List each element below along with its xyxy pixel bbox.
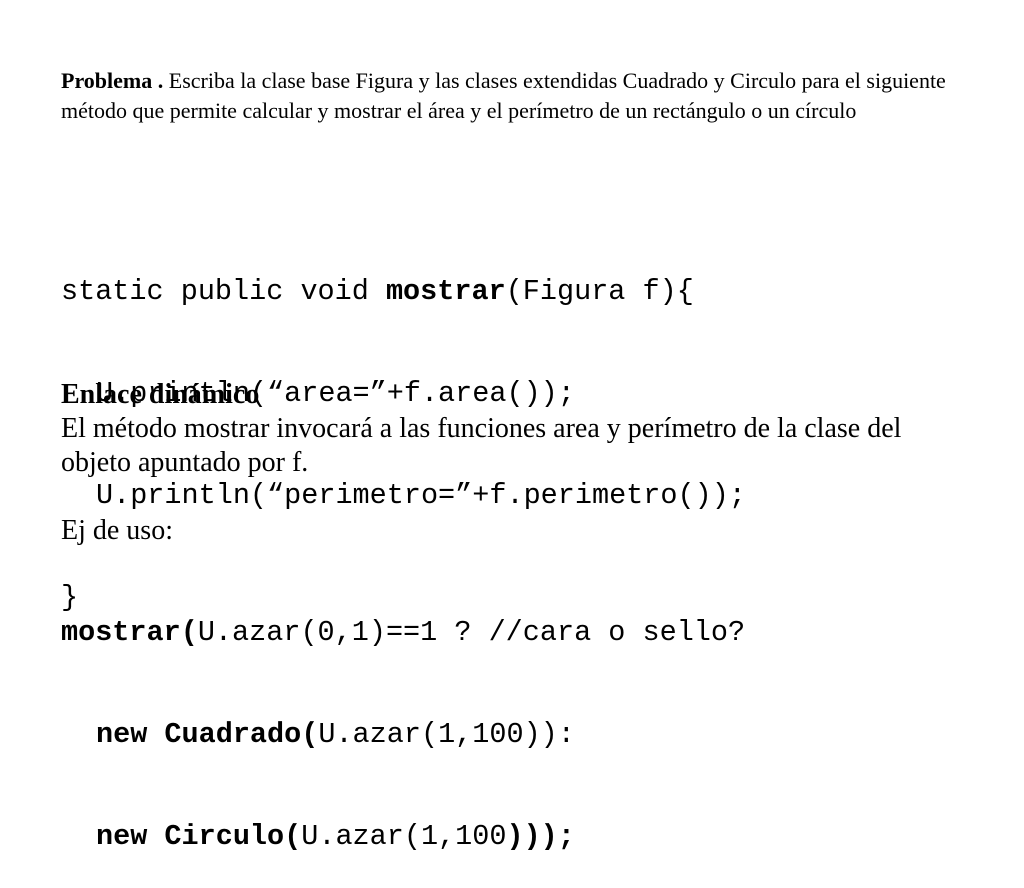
example-line-3-mid: U.azar(1,100 xyxy=(301,820,507,853)
code-closing-brace: } xyxy=(61,581,79,614)
code-line-1-prefix: static public void xyxy=(61,275,386,308)
example-line-3: new Circulo(U.azar(1,100))); xyxy=(61,820,745,854)
example-line-2-bold: new Cuadrado( xyxy=(96,718,319,751)
code-line-4: } xyxy=(61,581,746,615)
code-line-1: static public void mostrar(Figura f){ xyxy=(61,275,746,309)
section-title: Enlace dinámico xyxy=(61,379,260,410)
example-code-block: mostrar(U.azar(0,1)==1 ? //cara o sello?… xyxy=(61,548,745,888)
example-line-2: new Cuadrado(U.azar(1,100)): xyxy=(61,718,745,752)
problem-statement: Problema . Escriba la clase base Figura … xyxy=(61,66,961,126)
example-label: Ej de uso: xyxy=(61,515,173,546)
code-println-area: U.println(“area=”+f.area()); xyxy=(96,377,575,410)
example-line-2-rest: U.azar(1,100)): xyxy=(318,718,575,751)
code-method-name: mostrar xyxy=(385,275,506,308)
example-line-1: mostrar(U.azar(0,1)==1 ? //cara o sello? xyxy=(61,616,745,650)
problem-label: Problema . xyxy=(61,68,164,93)
code-println-perimetro: U.println(“perimetro=”+f.perimetro()); xyxy=(96,479,746,512)
section-text: El método mostrar invocará a las funcion… xyxy=(61,413,902,478)
example-line-3-end: ))); xyxy=(506,820,575,853)
code-line-3: U.println(“perimetro=”+f.perimetro()); xyxy=(61,479,746,513)
method-code-block: static public void mostrar(Figura f){ U.… xyxy=(61,207,746,649)
example-line-1-rest: U.azar(0,1)==1 ? //cara o sello? xyxy=(197,616,746,649)
code-line-2: U.println(“area=”+f.area()); xyxy=(61,377,746,411)
code-line-1-suffix: (Figura f){ xyxy=(505,275,694,308)
problem-text: Escriba la clase base Figura y las clase… xyxy=(61,68,946,123)
dynamic-binding-section: Enlace dinámico El método mostrar invoca… xyxy=(61,378,961,480)
example-line-1-bold: mostrar( xyxy=(61,616,198,649)
example-line-3-bold: new Circulo( xyxy=(96,820,302,853)
